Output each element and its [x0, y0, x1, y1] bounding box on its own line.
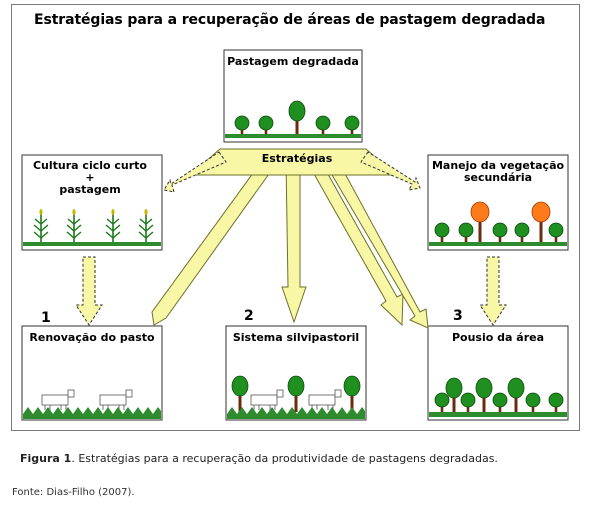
box-left-label-3: pastagem: [59, 183, 120, 196]
figure-title: Estratégias para a recuperação de áreas …: [34, 12, 546, 28]
box-pastagem-degradada: Pastagem degradada: [223, 49, 363, 143]
grass: [23, 407, 161, 419]
box-pousio-area: Pousio da área: [427, 325, 569, 421]
ground-strip: [225, 134, 361, 138]
box-sistema-silvipastoril: Sistema silvipastoril: [225, 325, 367, 421]
figure-source: Fonte: Dias-Filho (2007).: [12, 487, 135, 498]
box-b3-label: Pousio da área: [452, 331, 544, 344]
number-1: 1: [41, 310, 51, 326]
box-left-label-plus: +: [85, 171, 94, 184]
strategy-diagram: Pastagem degradada Cultura ciclo curto +…: [21, 49, 569, 421]
strategies-arrows: Estratégias: [151, 148, 429, 329]
ground-strip: [429, 412, 567, 417]
box-right-label-1: Manejo da vegetação: [432, 159, 565, 172]
box-cultura-ciclo-curto: Cultura ciclo curto + pastagem: [21, 154, 163, 251]
ground-strip: [23, 242, 161, 246]
number-2: 2: [244, 308, 254, 324]
dashed-arrow-right: [479, 256, 507, 326]
box-b1-label: Renovação do pasto: [29, 331, 155, 344]
figure-caption: Figura 1. Estratégias para a recuperação…: [20, 452, 498, 465]
box-top-label: Pastagem degradada: [227, 55, 359, 68]
dashed-arrow-left: [75, 256, 103, 326]
box-left-label-1: Cultura ciclo curto: [33, 159, 147, 172]
caption-label: Figura 1: [20, 452, 72, 465]
box-manejo-vegetacao: Manejo da vegetação secundária: [427, 154, 569, 251]
number-3: 3: [453, 308, 463, 324]
box-renovacao-pasto: Renovação do pasto: [21, 325, 163, 421]
box-b2-label: Sistema silvipastoril: [233, 331, 359, 344]
strategies-label: Estratégias: [262, 152, 333, 165]
box-right-label-2: secundária: [464, 171, 532, 184]
caption-text: . Estratégias para a recuperação da prod…: [71, 452, 498, 465]
grass: [227, 407, 365, 419]
ground-strip: [429, 242, 567, 246]
